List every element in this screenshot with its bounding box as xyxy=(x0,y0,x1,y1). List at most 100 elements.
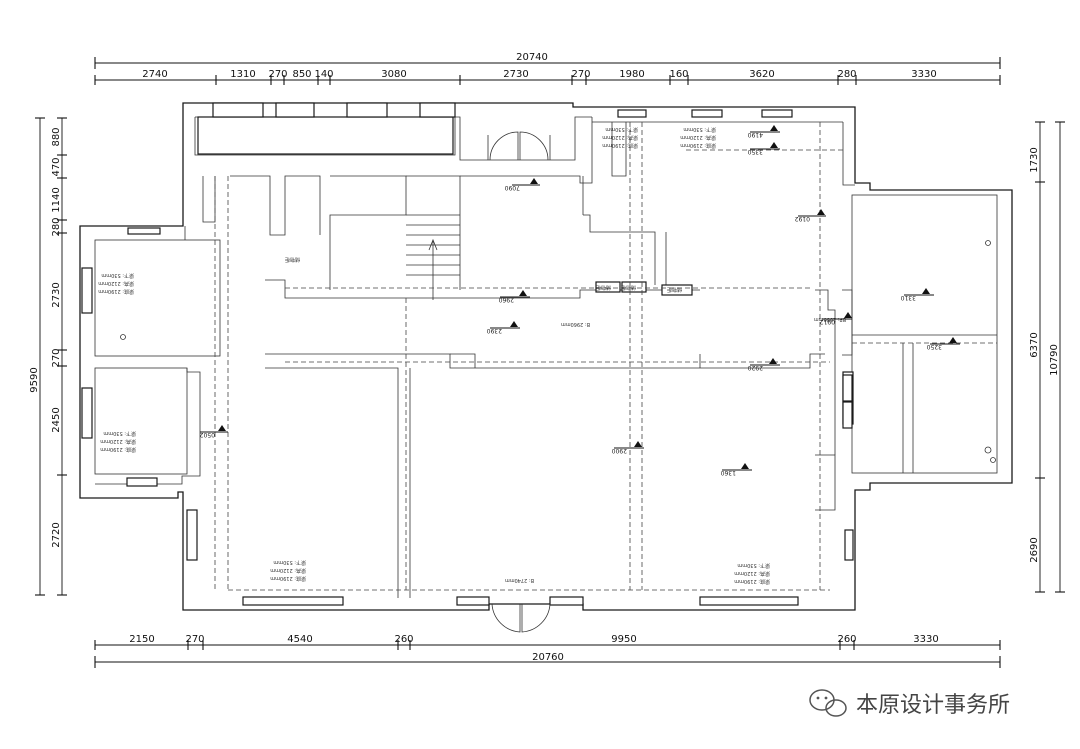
level-marker: 4190 xyxy=(748,125,780,138)
svg-text:2920: 2920 xyxy=(748,364,763,371)
svg-text:4190: 4190 xyxy=(748,131,763,138)
top-dim-4: 850 xyxy=(292,69,311,80)
bottom-dim-1: 2150 xyxy=(129,634,154,645)
svg-text:B: 2740mm: B: 2740mm xyxy=(505,577,534,583)
left-dim-6: 270 xyxy=(51,348,62,367)
building-walls xyxy=(79,102,1013,611)
top-total-dim: 20740 xyxy=(516,52,548,63)
svg-text:梁下: 530mm: 梁下: 530mm xyxy=(273,559,306,566)
level-marker: 0502 xyxy=(200,425,228,438)
left-dim-8: 2720 xyxy=(51,522,62,547)
level-marker: 2900 xyxy=(612,441,644,454)
svg-text:梁底: 2190mm: 梁底: 2190mm xyxy=(734,578,770,585)
svg-text:3310: 3310 xyxy=(901,294,916,301)
svg-text:梁高: 2120mm: 梁高: 2120mm xyxy=(100,438,136,445)
svg-text:2960: 2960 xyxy=(499,296,514,303)
svg-text:梁下: 530mm: 梁下: 530mm xyxy=(737,562,770,569)
upper-bench xyxy=(197,116,454,155)
top-dim-8: 270 xyxy=(571,69,590,80)
top-dim-1: 2740 xyxy=(142,69,167,80)
svg-text:B: 2960mm: B: 2960mm xyxy=(561,321,590,327)
svg-text:梁底: 2190mm: 梁底: 2190mm xyxy=(98,288,134,295)
top-dim-11: 3620 xyxy=(749,69,774,80)
entry-door-bottom xyxy=(491,603,551,633)
level-marker: 3250 xyxy=(927,337,960,350)
top-dim-9: 1980 xyxy=(619,69,644,80)
svg-text:梁高: 2120mm: 梁高: 2120mm xyxy=(734,570,770,577)
level-marker: 2960 xyxy=(499,290,530,303)
svg-text:3350: 3350 xyxy=(748,148,763,155)
svg-text:梁高: 2120mm: 梁高: 2120mm xyxy=(98,280,134,287)
top-dim-5: 140 xyxy=(314,69,333,80)
svg-text:0192: 0192 xyxy=(795,215,810,222)
svg-text:BP: 1880mm: BP: 1880mm xyxy=(814,316,846,322)
svg-text:梁底: 2190mm: 梁底: 2190mm xyxy=(100,446,136,453)
bottom-dim-3: 4540 xyxy=(287,634,312,645)
top-dim-6: 3080 xyxy=(381,69,406,80)
level-marker: 2920 xyxy=(748,358,780,371)
level-marker: 1360 xyxy=(721,463,752,476)
right-total-dim: 10790 xyxy=(1049,344,1060,376)
right-dim-1: 1730 xyxy=(1029,147,1040,172)
right-dimension-chain: 1730 6370 2690 10790 xyxy=(1029,121,1065,593)
bottom-dimension-chain: 2150 270 4540 260 9950 260 3330 20760 xyxy=(94,634,1001,668)
top-dim-2: 1310 xyxy=(230,69,255,80)
svg-text:梁下: 530mm: 梁下: 530mm xyxy=(605,126,638,133)
svg-text:0912: 0912 xyxy=(820,318,835,325)
level-marker: 7090 xyxy=(505,178,540,191)
cabinet-label: 储物柜 xyxy=(596,284,611,291)
bottom-dim-6: 260 xyxy=(837,634,856,645)
top-dim-7: 2730 xyxy=(503,69,528,80)
room-notes: 储物柜 储物柜 储物柜 储物柜 梁下: 530mm 梁高: 2120mm 梁底:… xyxy=(98,126,846,585)
left-dim-4: 280 xyxy=(51,217,62,236)
window xyxy=(242,596,344,606)
svg-text:梁底: 2190mm: 梁底: 2190mm xyxy=(602,142,638,149)
cabinet-label: 储物柜 xyxy=(667,286,682,293)
top-dim-10: 160 xyxy=(669,69,688,80)
bottom-dim-5: 9950 xyxy=(611,634,636,645)
level-marker: 3350 xyxy=(748,142,780,155)
right-dim-3: 2690 xyxy=(1029,537,1040,562)
bottom-total-dim: 20760 xyxy=(532,652,564,663)
level-marker: 3310 xyxy=(901,288,934,301)
left-dim-5: 2730 xyxy=(51,282,62,307)
bottom-dim-2: 270 xyxy=(185,634,204,645)
ceiling-dashed-lines xyxy=(214,122,997,591)
left-total-dim: 9590 xyxy=(29,367,40,392)
cabinet-label: 储物柜 xyxy=(285,256,300,263)
bottom-dim-7: 3330 xyxy=(913,634,938,645)
top-dimension-chain: 20740 2740 1310 270 850 140 3080 2730 27… xyxy=(94,52,1001,85)
wechat-icon xyxy=(809,689,847,717)
left-dimension-chain: 9590 880 470 1140 280 2730 270 2450 2720 xyxy=(29,117,67,596)
left-dim-3: 1140 xyxy=(51,187,62,212)
top-dim-13: 3330 xyxy=(911,69,936,80)
right-dim-2: 6370 xyxy=(1029,332,1040,357)
left-dim-1: 880 xyxy=(51,127,62,146)
entry-door-top xyxy=(487,131,551,161)
svg-text:7090: 7090 xyxy=(505,184,520,191)
svg-text:1360: 1360 xyxy=(721,469,736,476)
left-dim-2: 470 xyxy=(51,157,62,176)
bottom-dim-4: 260 xyxy=(394,634,413,645)
left-dim-7: 2450 xyxy=(51,407,62,432)
svg-text:2390: 2390 xyxy=(487,327,502,334)
top-dim-3: 270 xyxy=(268,69,287,80)
watermark-text: 本原设计事务所 xyxy=(856,693,1010,718)
svg-text:梁高: 2120mm: 梁高: 2120mm xyxy=(680,134,716,141)
staircase xyxy=(406,214,460,300)
svg-text:梁下: 530mm: 梁下: 530mm xyxy=(683,126,716,133)
svg-text:梁高: 2120mm: 梁高: 2120mm xyxy=(602,134,638,141)
level-marker: 2390 xyxy=(487,321,520,334)
svg-text:3250: 3250 xyxy=(927,343,942,350)
level-marker: 0912 xyxy=(820,312,852,325)
svg-text:0502: 0502 xyxy=(200,431,215,438)
svg-text:梁下: 530mm: 梁下: 530mm xyxy=(101,272,134,279)
svg-text:梁底: 2190mm: 梁底: 2190mm xyxy=(680,142,716,149)
top-dim-12: 280 xyxy=(837,69,856,80)
svg-text:梁下: 530mm: 梁下: 530mm xyxy=(103,430,136,437)
level-markers: 7090 2960 2390 0502 2900 1360 2920 0192 … xyxy=(200,125,960,476)
watermark: 本原设计事务所 xyxy=(809,689,1010,718)
svg-text:梁底: 2190mm: 梁底: 2190mm xyxy=(270,575,306,582)
svg-text:梁高: 2120mm: 梁高: 2120mm xyxy=(270,567,306,574)
